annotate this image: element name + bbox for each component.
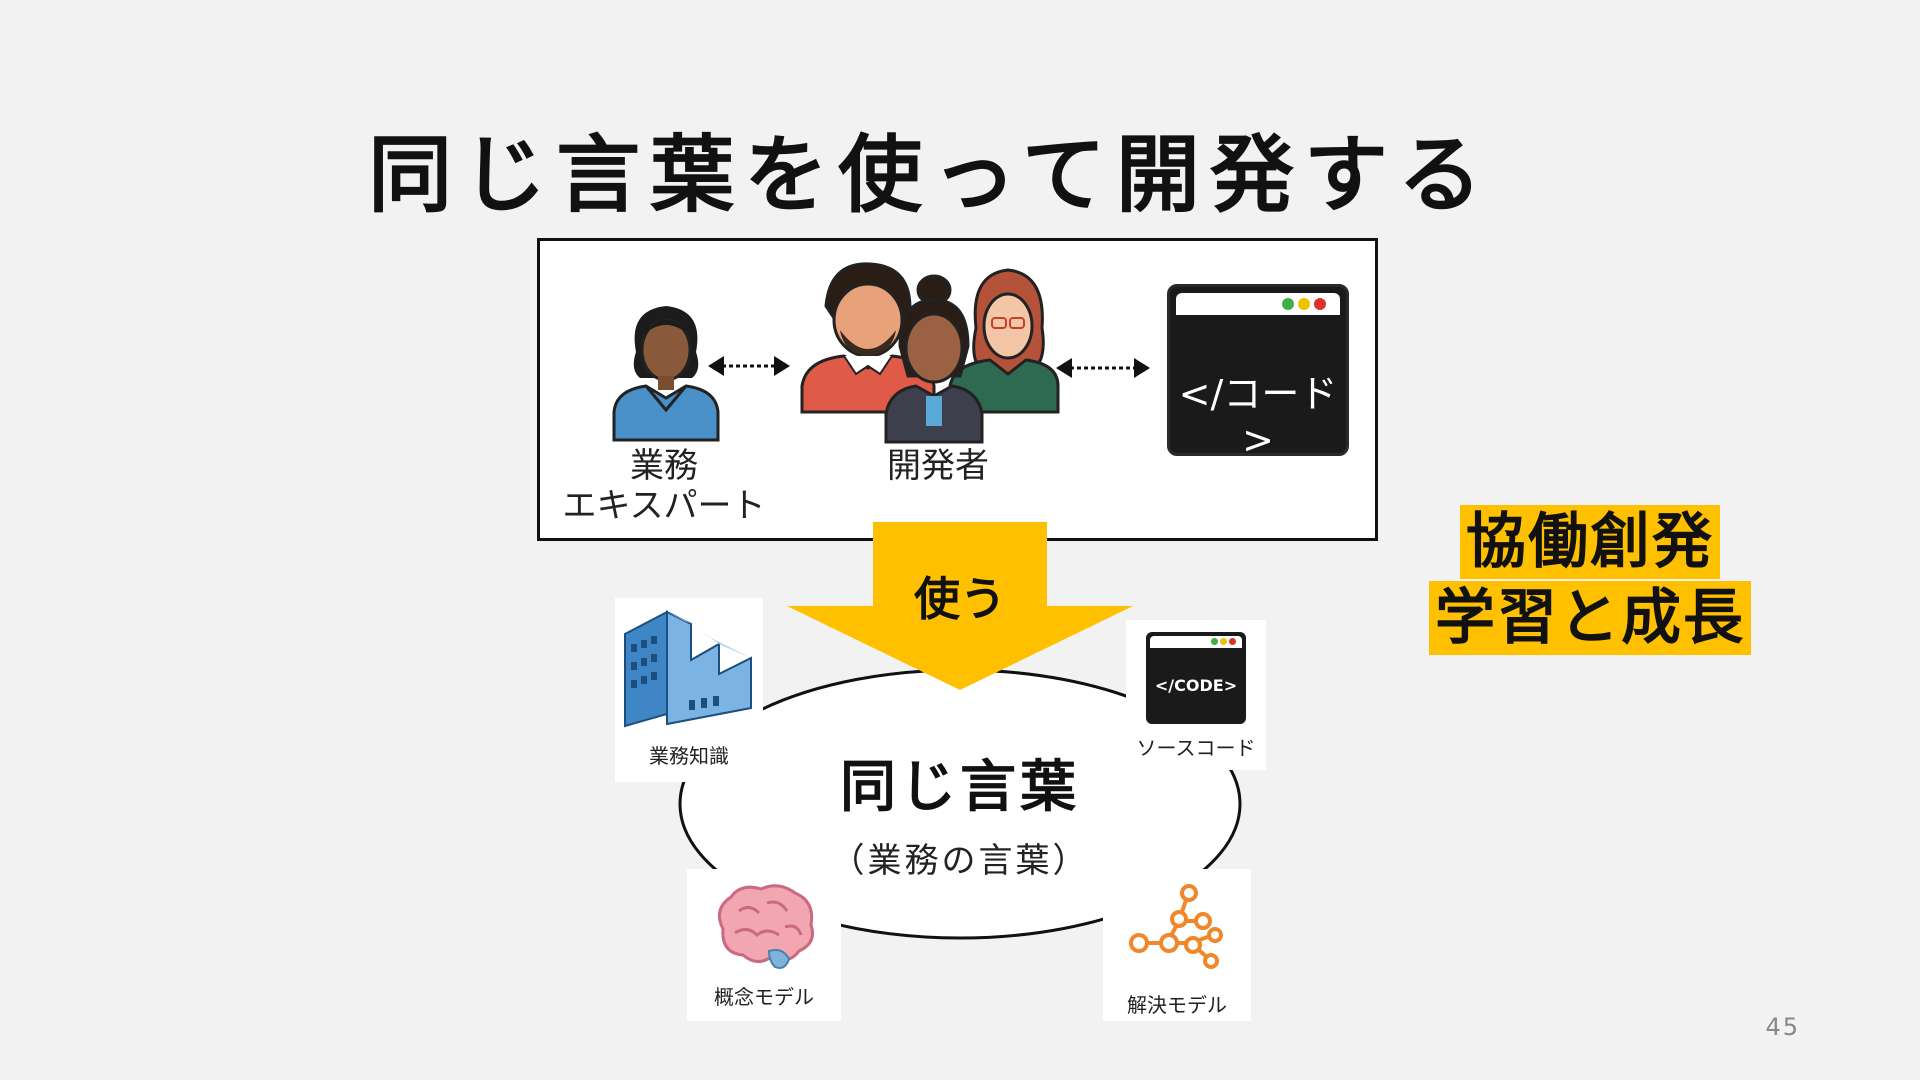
expert-label-line1: 業務 <box>630 446 698 486</box>
expert-label-line2: エキスパート <box>562 486 766 526</box>
brain-icon <box>717 884 814 969</box>
down-arrow-icon <box>787 522 1133 690</box>
source-code-label: ソースコード <box>1136 736 1256 760</box>
bidirectional-arrow-icon <box>1056 358 1150 378</box>
source-code-card: </CODE> ソースコード <box>1126 620 1266 770</box>
concept-model-label: 概念モデル <box>714 985 814 1009</box>
developers-label: 開発者 <box>887 446 989 486</box>
solution-model-label: 解決モデル <box>1127 993 1227 1017</box>
shared-language-title: 同じ言葉 <box>840 755 1080 820</box>
highlight-line1: 協働創発 <box>1460 505 1720 579</box>
factory-icon <box>624 610 752 728</box>
page-title: 同じ言葉を使って開発する <box>368 126 1492 224</box>
people-group-icon <box>800 262 1060 444</box>
solution-model-card: 解決モデル <box>1103 869 1251 1021</box>
code-window-label: </コード> <box>1178 372 1338 462</box>
concept-model-card: 概念モデル <box>687 869 841 1021</box>
code-window-icon: </CODE> <box>1146 632 1246 724</box>
shared-language-subtitle: （業務の言葉） <box>830 841 1090 881</box>
code-window-icon: </コード> <box>1167 284 1349 462</box>
arrow-label: 使う <box>914 572 1006 626</box>
business-knowledge-label: 業務知識 <box>649 744 729 768</box>
graph-nodes-icon <box>1129 884 1223 969</box>
highlight-line2: 学習と成長 <box>1429 581 1751 655</box>
page-number: 45 <box>1765 1013 1800 1041</box>
code-window-label: </CODE> <box>1154 676 1238 695</box>
expert-label: 業務 エキスパート <box>556 446 772 526</box>
bidirectional-arrow-icon <box>708 356 790 376</box>
highlight-keywords: 協働創発 学習と成長 <box>1420 505 1760 657</box>
person-icon <box>612 306 720 442</box>
business-knowledge-card: 業務知識 <box>615 598 763 782</box>
